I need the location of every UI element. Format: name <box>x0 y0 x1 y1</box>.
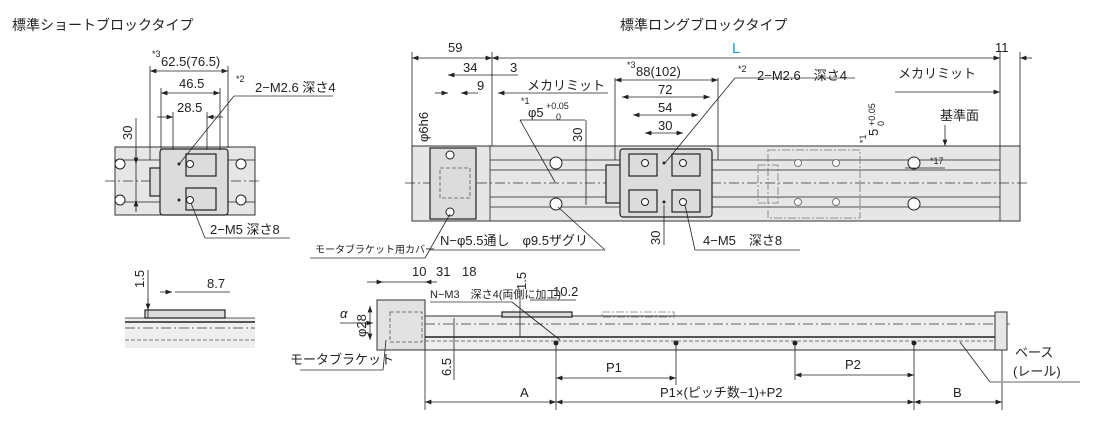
side-dim-8-7: 8.7 <box>207 276 225 291</box>
pin-note: *1 <box>521 96 530 106</box>
dim-6-5: 6.5 <box>439 358 454 376</box>
through-hole-label: N−φ5.5通し φ9.5ザグリ <box>440 233 588 248</box>
pin-tol-lower: 0 <box>556 112 561 122</box>
short-block-top-view <box>105 66 333 239</box>
motor-bracket-label: モータブラケット <box>290 352 394 367</box>
short-dim-28-5: 28.5 <box>177 100 202 115</box>
motor-bracket-cover-label: モータブラケット用カバー <box>315 243 435 256</box>
long-mount-label: 4−M5 深さ8 <box>703 233 782 248</box>
dim-3: 3 <box>510 60 517 75</box>
slot-note: *1 <box>858 134 868 143</box>
title-short-block: 標準ショートブロックタイプ <box>12 17 193 33</box>
pitch-p1: P1 <box>606 360 622 375</box>
side-dim-1-5-long: 1.5 <box>514 272 529 290</box>
short-block-length-note: *3 <box>152 49 161 59</box>
dim-72: 72 <box>658 82 672 97</box>
dim-18: 18 <box>462 264 476 279</box>
long-block-length-dim: 88(102) <box>636 64 681 79</box>
dim-phi28: φ28 <box>354 314 369 337</box>
dim-59: 59 <box>448 40 462 55</box>
short-dim-30: 30 <box>120 126 135 140</box>
long-block-top-view <box>310 52 1032 259</box>
dim-A: A <box>520 385 529 400</box>
dim-11: 11 <box>995 40 1009 55</box>
short-tap-note: *2 <box>236 74 245 84</box>
dim-10: 10 <box>412 264 426 279</box>
dim-30-left: 30 <box>570 128 585 142</box>
dim-total-pitch: P1×(ピッチ数−1)+P2 <box>660 385 782 400</box>
short-tap-label: 2−M2.6 深さ4 <box>255 80 336 95</box>
dim-30-bottom: 30 <box>648 231 663 245</box>
dim-31: 31 <box>436 264 450 279</box>
long-block-length-note: *3 <box>627 60 636 70</box>
dim-L: L <box>732 40 740 57</box>
side-dim-1-5: 1.5 <box>132 270 147 288</box>
short-block-side-view <box>125 270 255 348</box>
alpha-label: α <box>340 306 348 321</box>
long-tap-note: *2 <box>738 64 747 74</box>
note-17: *17 <box>930 156 944 166</box>
short-block-length-dim: 62.5(76.5) <box>161 54 220 69</box>
mecha-limit-right: メカリミット <box>898 66 976 81</box>
long-block-side-view <box>300 279 1080 410</box>
dim-10-2: 10.2 <box>553 284 578 299</box>
dim-B: B <box>953 385 962 400</box>
mecha-limit-left: メカリミット <box>527 78 605 93</box>
base-label: ベース <box>1015 345 1053 360</box>
pitch-p2: P2 <box>845 357 861 372</box>
reference-face-label: 基準面 <box>940 108 979 123</box>
dim-34: 34 <box>463 60 477 75</box>
pin-tol-upper: +0.05 <box>546 101 569 111</box>
rail-label: (レール) <box>1013 364 1061 379</box>
dim-54: 54 <box>658 100 672 115</box>
short-mount-label: 2−M5 深さ8 <box>210 222 280 237</box>
dim-9: 9 <box>477 78 484 93</box>
slot-tol-lower: 0 <box>876 121 886 126</box>
shaft-dia: φ6h6 <box>416 112 431 142</box>
long-tap-label: 2−M2.6 深さ4 <box>757 68 847 83</box>
slot-dim: 5 <box>866 129 881 136</box>
dim-30-top: 30 <box>658 118 672 133</box>
slot-tol-upper: +0.05 <box>867 103 877 126</box>
side-tap-label: N−M3 深さ4(両側に加工) <box>430 288 561 301</box>
pin-dia: φ5 <box>528 105 544 120</box>
short-dim-46-5: 46.5 <box>179 76 204 91</box>
title-long-block: 標準ロングブロックタイプ <box>620 17 787 33</box>
